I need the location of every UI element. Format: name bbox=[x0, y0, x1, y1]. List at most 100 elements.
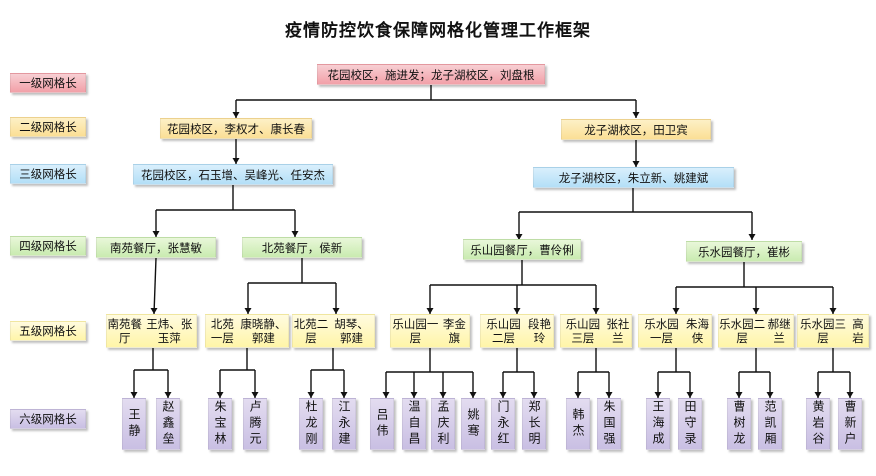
level6-node: 孟庆利 bbox=[431, 398, 455, 450]
connector-arrowhead bbox=[735, 392, 743, 398]
level2-node-longzihu: 龙子湖校区，田卫宾 bbox=[561, 119, 711, 140]
level5-line2: 康晓静、郭建 bbox=[240, 317, 287, 345]
connector-arrowhead bbox=[515, 234, 523, 240]
level6-node: 温自昌 bbox=[402, 398, 426, 450]
connector-arrowhead bbox=[307, 392, 315, 398]
connector-arrowhead bbox=[332, 308, 340, 314]
level6-node: 郑长明 bbox=[522, 398, 546, 450]
level3-node-huayuan: 花园校区，石玉增、吴峰光、任安杰 bbox=[133, 164, 333, 185]
connector-arrowhead bbox=[439, 392, 447, 398]
connector-arrowhead bbox=[150, 308, 158, 314]
level6-node: 范凯厢 bbox=[758, 398, 782, 450]
connector-arrowhead bbox=[530, 392, 538, 398]
connector-arrowhead bbox=[152, 231, 160, 237]
level6-node: 赵鑫垒 bbox=[156, 398, 180, 450]
level-label-6: 六级网格长 bbox=[10, 409, 86, 429]
level6-node: 门永红 bbox=[491, 398, 515, 450]
connector-arrowhead bbox=[829, 308, 837, 314]
connector-line bbox=[153, 257, 157, 315]
level4-node-nanyuan: 南苑餐厅，张慧敏 bbox=[96, 237, 216, 258]
level5-line2: 朱海侠 bbox=[686, 317, 709, 345]
level2-node-huayuan: 花园校区，李权才、康长春 bbox=[160, 118, 312, 139]
connector-arrowhead bbox=[605, 392, 613, 398]
level5-line1: 乐山园二层 bbox=[486, 317, 521, 345]
page-title: 疫情防控饮食保障网格化管理工作框架 bbox=[285, 21, 591, 41]
level5-line2: 张社兰 bbox=[606, 317, 630, 345]
level5-line1: 乐水园一层 bbox=[644, 317, 679, 345]
connector-arrowhead bbox=[672, 308, 680, 314]
level5-node: 乐水园一层朱海侠 bbox=[638, 314, 712, 348]
connector-arrowhead bbox=[426, 308, 434, 314]
level5-line1: 乐山园三层 bbox=[565, 317, 601, 345]
level5-line2: 胡琴、郭建 bbox=[334, 317, 369, 345]
connector-arrowhead bbox=[686, 392, 694, 398]
level6-node: 吕伟 bbox=[370, 398, 394, 450]
level6-node: 姚骞 bbox=[461, 398, 485, 450]
level5-line2: 段艳玲 bbox=[528, 317, 551, 345]
level-label-4: 四级网格长 bbox=[10, 236, 86, 256]
connector-arrowhead bbox=[814, 392, 822, 398]
connector-arrowhead bbox=[632, 161, 640, 167]
level5-node: 乐山园三层张社兰 bbox=[560, 314, 632, 348]
level6-node: 王海成 bbox=[646, 398, 670, 450]
level5-node: 南苑餐厅王炜、张玉萍 bbox=[106, 314, 197, 348]
level6-node: 田守录 bbox=[678, 398, 702, 450]
connector-arrowhead bbox=[130, 392, 138, 398]
level5-line1: 乐水园三层 bbox=[800, 317, 846, 345]
level5-line1: 乐水园二层 bbox=[719, 317, 766, 345]
connector-arrowhead bbox=[232, 158, 240, 164]
level6-node: 江永建 bbox=[332, 398, 356, 450]
level-label-5: 五级网格长 bbox=[10, 321, 86, 341]
level5-line1: 北苑二层 bbox=[293, 317, 329, 345]
connector-arrowhead bbox=[232, 112, 240, 118]
connector-arrowhead bbox=[291, 231, 299, 237]
level5-line1: 北苑一层 bbox=[210, 317, 234, 345]
connector-arrowhead bbox=[382, 392, 390, 398]
level6-node: 朱国强 bbox=[597, 398, 621, 450]
connector-arrowhead bbox=[574, 392, 582, 398]
level4-node-beiyuan: 北苑餐厅，侯新 bbox=[242, 237, 362, 258]
level5-node: 北苑一层康晓静、郭建 bbox=[205, 314, 289, 348]
level-label-1: 一级网格长 bbox=[10, 73, 86, 93]
level1-node: 花园校区，施进发；龙子湖校区，刘盘根 bbox=[317, 64, 545, 85]
level6-node: 朱宝林 bbox=[208, 398, 232, 450]
level6-node: 王静 bbox=[122, 398, 146, 450]
connector-arrowhead bbox=[632, 112, 640, 118]
connector-arrowhead bbox=[164, 392, 172, 398]
connector-arrowhead bbox=[654, 392, 662, 398]
connector-arrowhead bbox=[752, 308, 760, 314]
connector-arrowhead bbox=[513, 308, 521, 314]
level5-node: 乐山园一层李金旗 bbox=[390, 314, 470, 348]
level5-node: 北苑二层胡琴、郭建 bbox=[292, 314, 375, 348]
connector-arrowhead bbox=[410, 392, 418, 398]
connector-arrowhead bbox=[846, 392, 854, 398]
level5-node: 乐水园二层郝继兰 bbox=[718, 314, 794, 348]
level6-node: 曹新户 bbox=[838, 398, 862, 450]
connector-arrowhead bbox=[592, 308, 600, 314]
level3-node-longzihu: 龙子湖校区，朱立新、姚建斌 bbox=[533, 167, 734, 188]
connector-arrowhead bbox=[340, 392, 348, 398]
connector-arrowhead bbox=[499, 392, 507, 398]
level6-node: 韩杰 bbox=[566, 398, 590, 450]
level5-line2: 郝继兰 bbox=[767, 317, 791, 345]
level4-node-leshuiyuan: 乐水园餐厅，崔彬 bbox=[686, 241, 802, 262]
level6-node: 卢腾元 bbox=[243, 398, 267, 450]
level5-line1: 乐山园一层 bbox=[392, 317, 439, 345]
connector-arrowhead bbox=[748, 234, 756, 240]
level5-line2: 李金旗 bbox=[442, 317, 466, 345]
connector-arrowhead bbox=[251, 392, 259, 398]
connector-arrowhead bbox=[469, 392, 477, 398]
connector-arrowhead bbox=[244, 308, 252, 314]
level6-node: 杜龙刚 bbox=[299, 398, 323, 450]
connector-arrowhead bbox=[766, 392, 774, 398]
level5-line1: 南苑餐厅 bbox=[107, 317, 143, 345]
level5-node: 乐水园三层高岩 bbox=[797, 314, 869, 348]
level-label-2: 二级网格长 bbox=[10, 117, 86, 137]
level6-node: 黄岩谷 bbox=[806, 398, 830, 450]
level-label-3: 三级网格长 bbox=[10, 164, 86, 184]
level5-line2: 王炜、张玉萍 bbox=[146, 317, 193, 345]
level5-node: 乐山园二层段艳玲 bbox=[480, 314, 554, 348]
connector-arrowhead bbox=[216, 392, 224, 398]
level4-node-leshanyuan: 乐山园餐厅，曹伶俐 bbox=[463, 239, 581, 260]
